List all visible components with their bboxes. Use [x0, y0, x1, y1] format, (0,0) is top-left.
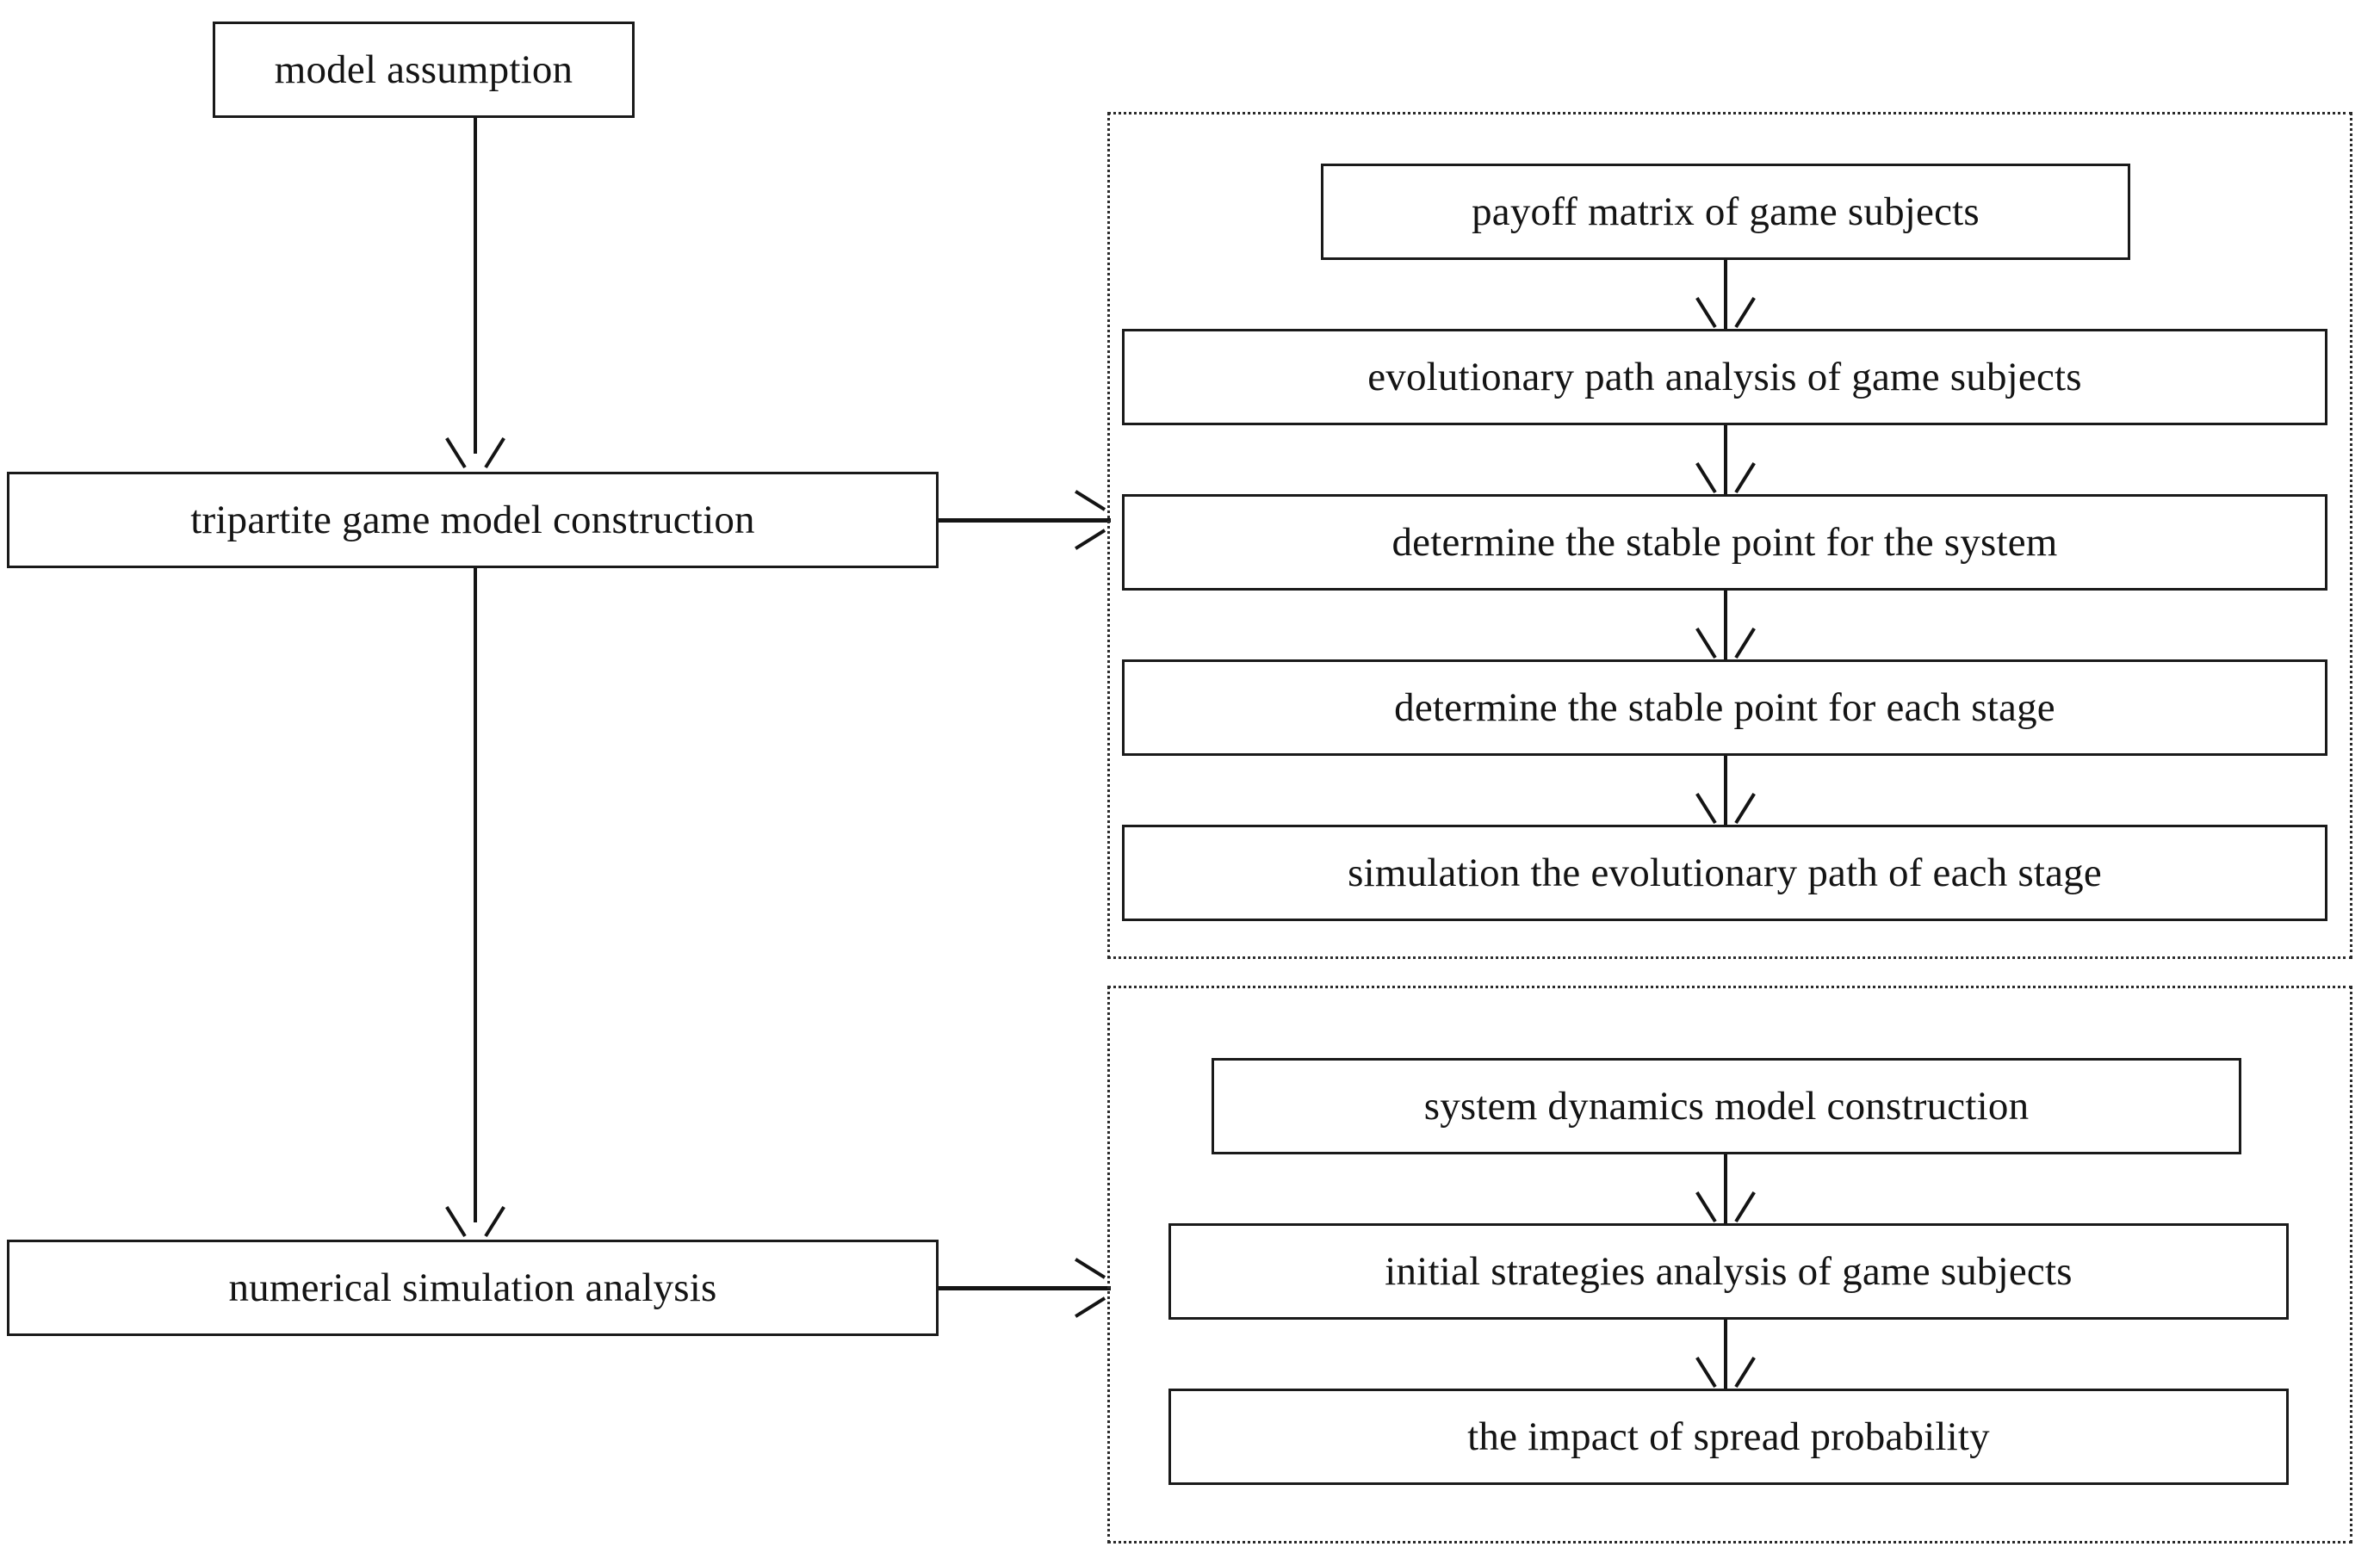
node-initial-strategies-analysis-of-game-subjects-label: initial strategies analysis of game subj…: [1385, 1248, 2073, 1294]
edge-tripartite-to-game-panel-arrowhead: [1070, 500, 1110, 540]
node-model-assumption[interactable]: model assumption: [213, 22, 635, 118]
node-evolutionary-path-analysis-of-game-subjects-label: evolutionary path analysis of game subje…: [1367, 354, 2082, 399]
panel-numerical-simulation: [1107, 986, 2352, 1544]
edge-evolutionary-to-system-stable-arrowhead: [1706, 458, 1745, 498]
edge-system-dynamics-to-initial-strategies-arrowhead: [1706, 1187, 1745, 1227]
node-system-dynamics-model-construction[interactable]: system dynamics model construction: [1212, 1058, 2241, 1154]
edge-numerical-to-simulation-panel-arrowhead: [1070, 1268, 1110, 1308]
node-the-impact-of-spread-probability-label: the impact of spread probability: [1467, 1414, 1990, 1459]
edge-initial-strategies-to-spread-probability-arrowhead: [1706, 1352, 1745, 1392]
node-tripartite-game-model-construction[interactable]: tripartite game model construction: [7, 472, 939, 568]
edge-tripartite-to-numerical-line: [474, 568, 477, 1222]
node-simulation-the-evolutionary-path-of-each-stage-label: simulation the evolutionary path of each…: [1348, 850, 2102, 895]
edge-numerical-to-simulation-panel-line: [939, 1286, 1111, 1290]
node-payoff-matrix-of-game-subjects-label: payoff matrix of game subjects: [1472, 189, 1980, 234]
node-numerical-simulation-analysis-label: numerical simulation analysis: [228, 1265, 717, 1310]
panel-game-model-construction: [1107, 112, 2352, 959]
node-determine-the-stable-point-for-each-stage[interactable]: determine the stable point for each stag…: [1122, 659, 2327, 756]
node-system-dynamics-model-construction-label: system dynamics model construction: [1423, 1083, 2030, 1129]
edge-payoff-to-evolutionary-arrowhead: [1706, 293, 1745, 332]
edge-tripartite-to-game-panel-line: [939, 518, 1111, 523]
node-numerical-simulation-analysis[interactable]: numerical simulation analysis: [7, 1240, 939, 1336]
edge-tripartite-to-numerical-arrowhead: [456, 1202, 495, 1241]
node-evolutionary-path-analysis-of-game-subjects[interactable]: evolutionary path analysis of game subje…: [1122, 329, 2327, 425]
edge-stage-stable-to-simulation-path-arrowhead: [1706, 789, 1745, 828]
node-initial-strategies-analysis-of-game-subjects[interactable]: initial strategies analysis of game subj…: [1168, 1223, 2289, 1320]
node-determine-the-stable-point-for-the-system-label: determine the stable point for the syste…: [1391, 519, 2058, 565]
node-determine-the-stable-point-for-the-system[interactable]: determine the stable point for the syste…: [1122, 494, 2327, 591]
node-tripartite-game-model-construction-label: tripartite game model construction: [190, 497, 755, 542]
edge-assumption-to-tripartite-line: [474, 118, 477, 454]
node-model-assumption-label: model assumption: [274, 46, 573, 92]
edge-assumption-to-tripartite-arrowhead: [456, 433, 495, 473]
node-payoff-matrix-of-game-subjects[interactable]: payoff matrix of game subjects: [1321, 164, 2130, 260]
node-determine-the-stable-point-for-each-stage-label: determine the stable point for each stag…: [1394, 684, 2055, 730]
node-the-impact-of-spread-probability[interactable]: the impact of spread probability: [1168, 1389, 2289, 1485]
node-simulation-the-evolutionary-path-of-each-stage[interactable]: simulation the evolutionary path of each…: [1122, 825, 2327, 921]
edge-system-stable-to-stage-stable-arrowhead: [1706, 623, 1745, 663]
